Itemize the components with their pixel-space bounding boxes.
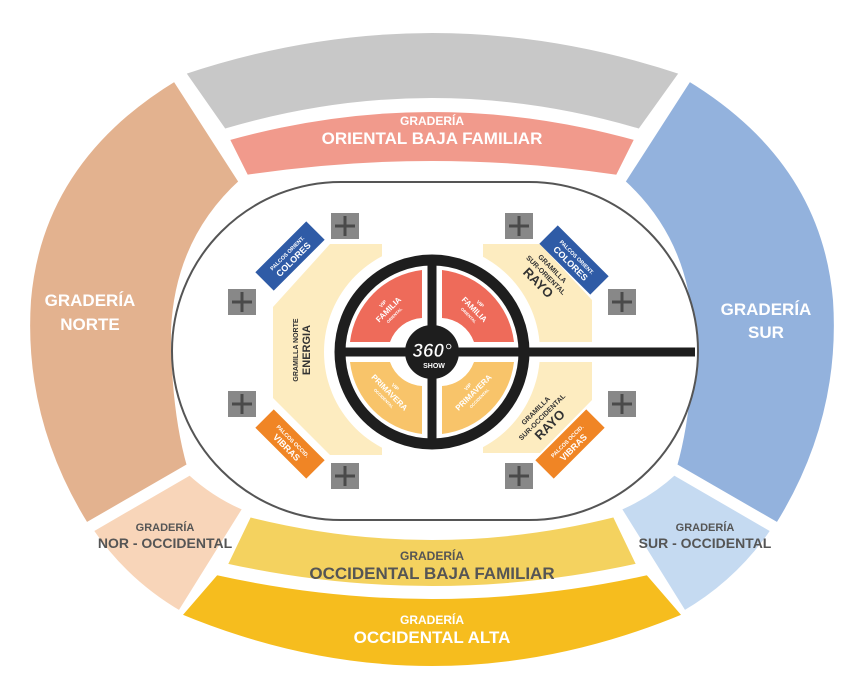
plus-icon[interactable] xyxy=(505,463,533,489)
oriental-baja-label-2: ORIENTAL BAJA FAMILIAR xyxy=(322,129,543,148)
occidental-alta-label-2: OCCIDENTAL ALTA xyxy=(354,628,511,647)
oriental-baja-label-1: GRADERÍA xyxy=(400,113,464,128)
plus-icon[interactable] xyxy=(331,463,359,489)
section-occidental-baja-familiar[interactable] xyxy=(219,510,645,592)
vip-label-small: VIP xyxy=(390,382,400,392)
plus-icon[interactable] xyxy=(331,213,359,239)
section-oriental-baja-familiar[interactable] xyxy=(221,106,643,182)
norte-label-1: GRADERÍA xyxy=(45,291,136,310)
vip-label-small: VIP xyxy=(378,299,388,309)
show-360-logo: 360° SHOW xyxy=(412,341,452,370)
occidental-baja-label-1: GRADERÍA xyxy=(400,548,464,563)
norte-label-2: NORTE xyxy=(60,315,120,334)
vip-label-small: VIP xyxy=(475,299,485,309)
stage-center xyxy=(405,325,459,379)
vip-familia-right[interactable] xyxy=(442,270,514,342)
vip-primavera-left[interactable] xyxy=(350,362,422,434)
sur-occidental-label-1: GRADERÍA xyxy=(676,521,735,534)
section-top-upper[interactable] xyxy=(177,27,688,136)
gramilla-label: ENERGIA xyxy=(301,325,313,375)
logo-show-text: SHOW xyxy=(423,363,445,370)
sur-label-2: SUR xyxy=(748,323,784,342)
sur-label-1: GRADERÍA xyxy=(721,300,812,319)
plus-icon[interactable] xyxy=(608,391,636,417)
nor-occidental-label-1: GRADERÍA xyxy=(136,521,195,534)
gramilla-norte-label: GRAMILLA NORTE ENERGIA xyxy=(293,318,313,381)
occidental-alta-label-1: GRADERÍA xyxy=(400,612,464,627)
plus-icon[interactable] xyxy=(505,213,533,239)
plus-icon[interactable] xyxy=(228,289,256,315)
section-norte[interactable] xyxy=(24,73,246,531)
vip-label-small: VIP xyxy=(463,382,473,392)
occidental-baja-label-2: OCCIDENTAL BAJA FAMILIAR xyxy=(309,564,554,583)
logo-360-text: 360° xyxy=(412,341,452,362)
vip-familia-left[interactable] xyxy=(350,270,422,342)
nor-occidental-label-2: NOR - OCCIDENTAL xyxy=(98,535,233,551)
vip-primavera-right[interactable] xyxy=(442,362,514,434)
gramilla-label-small: GRAMILLA NORTE xyxy=(293,318,300,381)
section-occidental-alta[interactable] xyxy=(173,568,691,672)
sur-occidental-label-2: SUR - OCCIDENTAL xyxy=(639,535,772,551)
plus-icon[interactable] xyxy=(608,289,636,315)
plus-icon[interactable] xyxy=(228,391,256,417)
